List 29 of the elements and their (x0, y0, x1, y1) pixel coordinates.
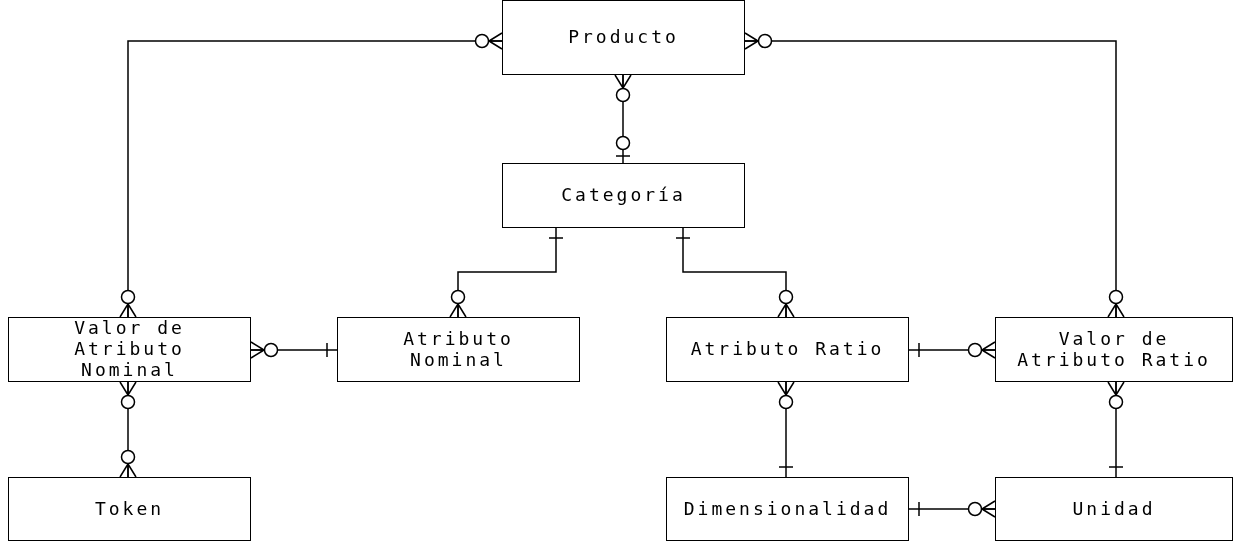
relationship-line (908, 500, 996, 518)
entity-name: Valor de Atributo Nominal (73, 318, 186, 381)
entity-name: Atributo Ratio (690, 339, 885, 360)
relationship-line (908, 341, 996, 359)
entity-box (502, 0, 745, 75)
entity-box (995, 477, 1233, 541)
entity-box (8, 317, 251, 382)
entity-name: Unidad (1072, 498, 1156, 520)
entity-box (666, 317, 909, 382)
entity-name: Valor de Atributo Ratio (1016, 328, 1212, 371)
entity-name: Token (94, 498, 165, 520)
entity-name: Categoría (561, 185, 686, 206)
entity-name: Producto (568, 27, 679, 48)
entity-box (337, 317, 580, 382)
relationship-line (614, 74, 632, 164)
relationship-line (744, 32, 1125, 318)
relationship-line (449, 227, 564, 318)
entity-name: Atributo Nominal (402, 328, 515, 371)
relationship-line (250, 341, 338, 359)
relationship-line (675, 227, 795, 318)
entity-box (8, 477, 251, 541)
relationship-line (1107, 381, 1125, 478)
entity-name: Dimensionalidad (683, 498, 892, 520)
entity-box (995, 317, 1233, 382)
relationship-line (777, 381, 795, 478)
entity-box (666, 477, 909, 541)
relationship-line (119, 381, 137, 478)
entity-box (502, 163, 745, 228)
relationship-line (119, 32, 503, 318)
